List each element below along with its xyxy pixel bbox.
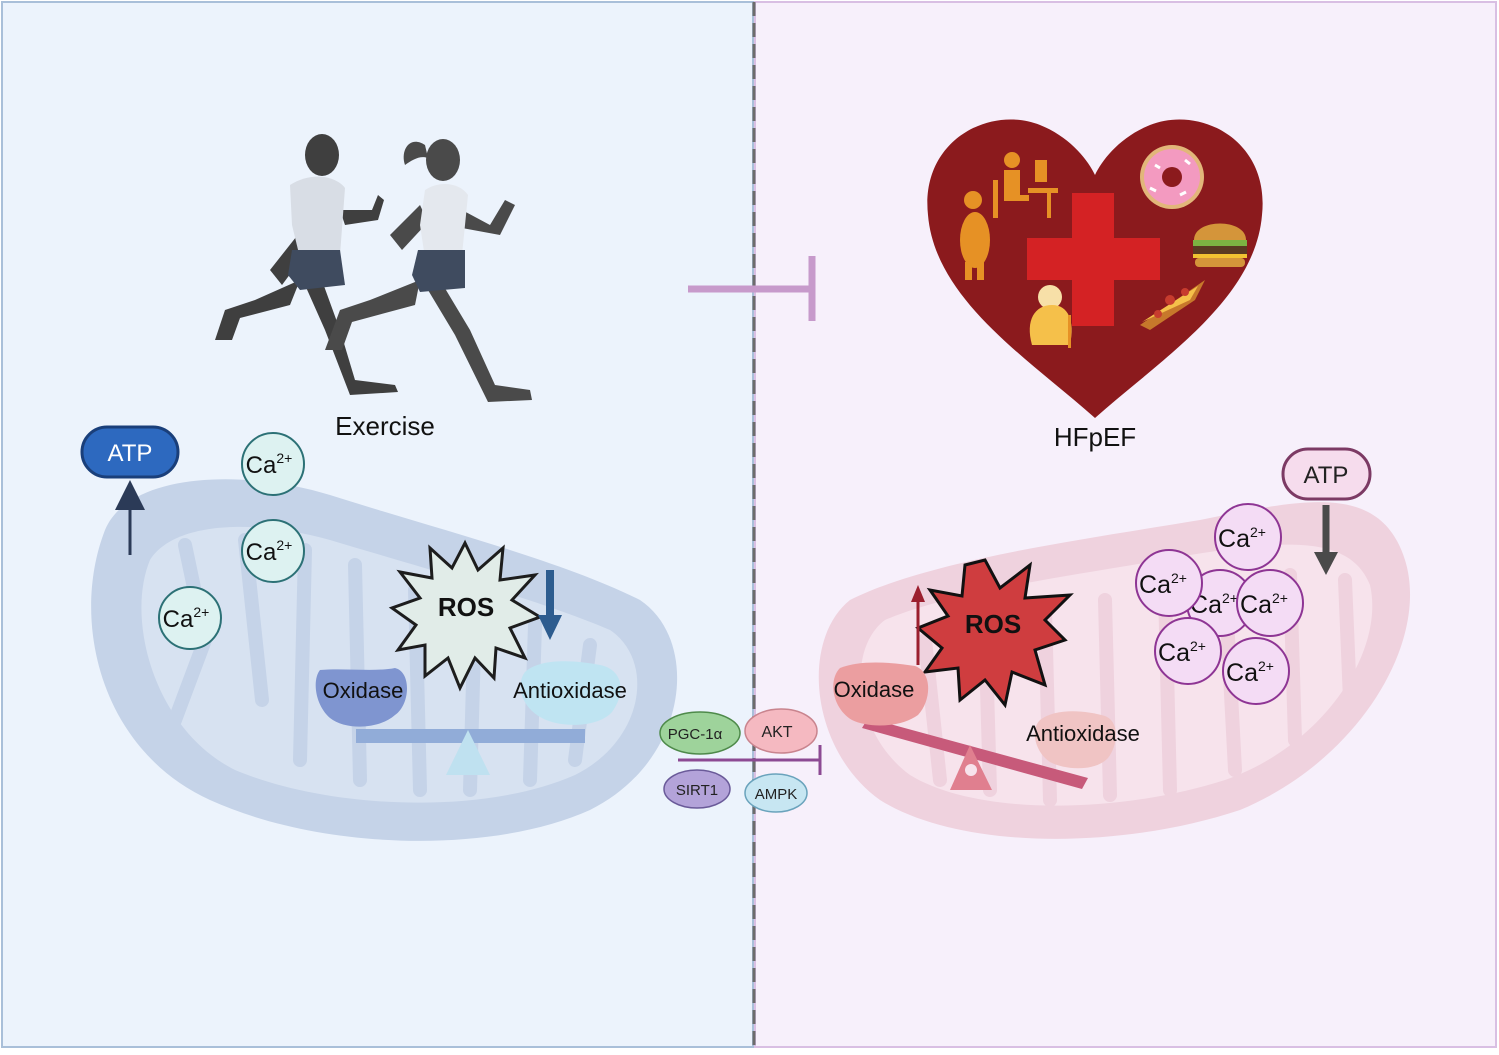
svg-text:Ca2+: Ca2+ (1218, 524, 1266, 553)
svg-text:AKT: AKT (761, 724, 792, 741)
atp-decrease-arrow (1314, 505, 1338, 575)
svg-text:Ca2+: Ca2+ (246, 450, 293, 479)
sirt1-molecule: SIRT1 (663, 769, 731, 809)
oxidase-enzyme-right (833, 662, 929, 726)
svg-text:Ca2+: Ca2+ (246, 537, 293, 566)
balance-scale-left (356, 729, 585, 775)
inhibition-arrow (688, 256, 816, 321)
obese-person-icon (960, 191, 990, 280)
svg-text:Ca2+: Ca2+ (1240, 590, 1288, 619)
antioxidase-label-left: Antioxidase (513, 678, 627, 703)
calcium-ion-right: Ca2+ (1186, 569, 1254, 637)
atp-badge-left: ATP (80, 425, 180, 479)
elderly-person-icon (1029, 285, 1072, 348)
balance-scale-right (862, 718, 1088, 790)
svg-text:AMPK: AMPK (755, 786, 798, 803)
ros-decrease-arrow (538, 570, 562, 640)
svg-text:ROS: ROS (965, 609, 1021, 639)
akt-molecule: AKT (744, 708, 818, 754)
oxidase-enzyme-left (315, 668, 408, 727)
antioxidase-enzyme-right (1034, 711, 1116, 769)
calcium-ion-right: Ca2+ (1154, 617, 1222, 685)
calcium-ion-left: Ca2+ (241, 432, 305, 496)
desk-worker-icon (993, 152, 1058, 218)
runners-icon (215, 134, 532, 402)
calcium-ion-right: Ca2+ (1135, 549, 1203, 617)
svg-text:PGC-1α: PGC-1α (668, 726, 723, 743)
svg-text:Ca2+: Ca2+ (1139, 570, 1187, 599)
hfpef-heart (927, 119, 1263, 418)
burger-icon (1193, 223, 1247, 267)
calcium-ion-left: Ca2+ (158, 586, 222, 650)
svg-text:Ca2+: Ca2+ (1190, 590, 1238, 619)
svg-text:SIRT1: SIRT1 (676, 782, 718, 799)
svg-text:ATP: ATP (1304, 462, 1349, 489)
pathway-inhibition-line (678, 745, 822, 775)
calcium-ion-left: Ca2+ (241, 519, 305, 583)
medical-cross-icon (1027, 193, 1160, 326)
oxidase-label-right: Oxidase (834, 677, 915, 702)
ros-increase-arrow (911, 585, 925, 665)
antioxidase-label-right: Antioxidase (1026, 721, 1140, 746)
svg-text:Ca2+: Ca2+ (1226, 658, 1274, 687)
svg-text:ATP: ATP (108, 440, 153, 467)
svg-text:ROS: ROS (438, 592, 494, 622)
calcium-ion-right: Ca2+ (1214, 503, 1282, 571)
calcium-ion-right: Ca2+ (1236, 569, 1304, 637)
donut-icon (1140, 145, 1204, 209)
oxidase-label-left: Oxidase (323, 678, 404, 703)
exercise-label: Exercise (335, 411, 435, 441)
ros-burst-right: ROS (915, 558, 1074, 709)
pizza-icon (1140, 280, 1205, 330)
ros-burst-left: ROS (388, 539, 544, 692)
pgc1a-molecule: PGC-1α (659, 711, 741, 755)
hfpef-label: HFpEF (1054, 422, 1136, 452)
ampk-molecule: AMPK (744, 773, 808, 813)
svg-text:Ca2+: Ca2+ (163, 604, 210, 633)
antioxidase-enzyme-left (520, 661, 621, 725)
svg-text:Ca2+: Ca2+ (1158, 638, 1206, 667)
atp-badge-right: ATP (1281, 447, 1372, 501)
calcium-ion-right: Ca2+ (1222, 637, 1290, 705)
